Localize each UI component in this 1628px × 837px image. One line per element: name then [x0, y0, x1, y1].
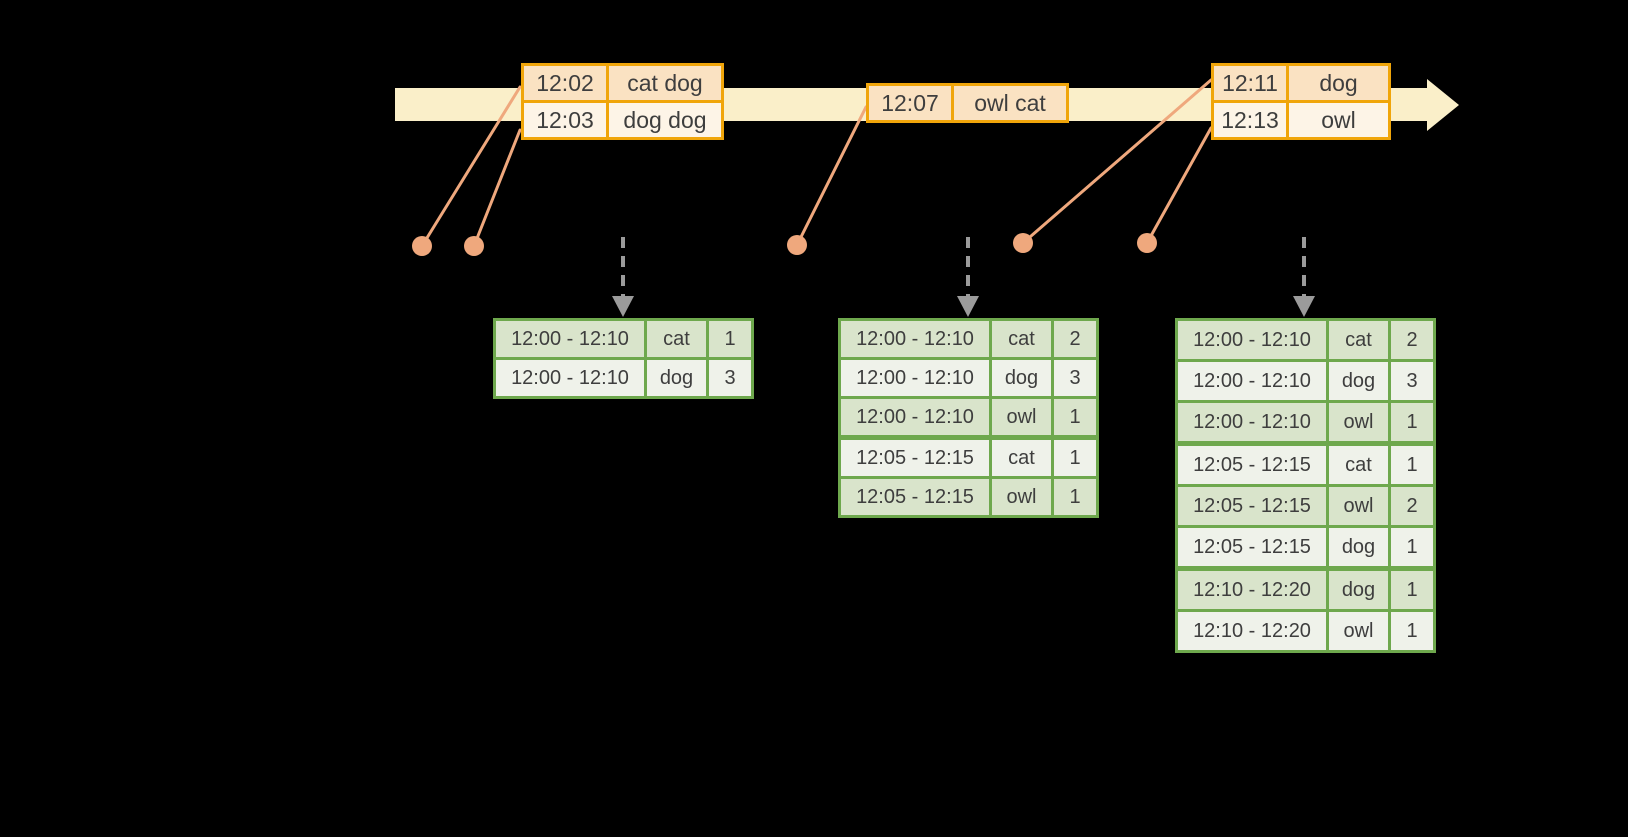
result-row: 12:05 - 12:15 dog 1 [1175, 525, 1436, 570]
result-count-cell: 1 [706, 318, 754, 360]
event-connector-line [1021, 78, 1213, 245]
event-connector-line [795, 105, 868, 247]
result-count-cell: 1 [1388, 609, 1436, 653]
event-words-cell: owl cat [951, 83, 1069, 123]
result-window-cell: 12:00 - 12:10 [493, 318, 647, 360]
result-window-cell: 12:00 - 12:10 [493, 357, 647, 399]
event-dot-icon [787, 235, 807, 255]
result-count-cell: 2 [1388, 318, 1436, 362]
event-connector-line [420, 85, 522, 248]
result-window-cell: 12:05 - 12:15 [838, 476, 992, 518]
event-table-3: 12:11 dog 12:13 owl [1211, 63, 1391, 140]
result-row: 12:00 - 12:10 owl 1 [1175, 400, 1436, 445]
result-window-cell: 12:10 - 12:20 [1175, 566, 1329, 612]
result-row: 12:10 - 12:20 dog 1 [1175, 566, 1436, 612]
event-connector-line [1145, 126, 1213, 245]
result-count-cell: 2 [1388, 484, 1436, 528]
result-row: 12:05 - 12:15 cat 1 [1175, 441, 1436, 487]
result-row: 12:00 - 12:10 owl 1 [838, 396, 1099, 439]
result-window-cell: 12:00 - 12:10 [1175, 359, 1329, 403]
event-row: 12:11 dog [1211, 63, 1391, 103]
result-row: 12:00 - 12:10 cat 1 [493, 318, 754, 360]
result-row: 12:00 - 12:10 dog 3 [838, 357, 1099, 399]
result-word-cell: dog [1326, 525, 1391, 570]
result-window-cell: 12:00 - 12:10 [1175, 318, 1329, 362]
event-row: 12:03 dog dog [521, 100, 724, 140]
result-count-cell: 1 [1388, 400, 1436, 445]
result-word-cell: dog [1326, 566, 1391, 612]
event-time-cell: 12:02 [521, 63, 609, 103]
event-words-cell: owl [1286, 100, 1391, 140]
result-row: 12:00 - 12:10 cat 2 [838, 318, 1099, 360]
event-dot-icon [412, 236, 432, 256]
result-count-cell: 1 [1388, 441, 1436, 487]
event-words-cell: cat dog [606, 63, 724, 103]
result-window-cell: 12:05 - 12:15 [1175, 525, 1329, 570]
result-word-cell: cat [1326, 318, 1391, 362]
event-time-cell: 12:03 [521, 100, 609, 140]
result-word-cell: owl [989, 396, 1054, 439]
result-word-cell: cat [1326, 441, 1391, 487]
result-word-cell: owl [1326, 400, 1391, 445]
event-row: 12:07 owl cat [866, 83, 1069, 123]
result-word-cell: cat [644, 318, 709, 360]
event-time-cell: 12:07 [866, 83, 954, 123]
event-table-2: 12:07 owl cat [866, 83, 1069, 123]
result-count-cell: 3 [706, 357, 754, 399]
event-row: 12:02 cat dog [521, 63, 724, 103]
event-connector-line [472, 128, 522, 248]
result-word-cell: dog [989, 357, 1054, 399]
trigger-arrow-icon [957, 237, 979, 317]
result-row: 12:10 - 12:20 owl 1 [1175, 609, 1436, 653]
result-window-cell: 12:05 - 12:15 [1175, 484, 1329, 528]
event-words-cell: dog dog [606, 100, 724, 140]
result-count-cell: 2 [1051, 318, 1099, 360]
result-count-cell: 1 [1051, 476, 1099, 518]
event-table-1: 12:02 cat dog 12:03 dog dog [521, 63, 724, 140]
event-row: 12:13 owl [1211, 100, 1391, 140]
result-window-cell: 12:00 - 12:10 [838, 318, 992, 360]
event-dots [412, 233, 1157, 256]
result-table-1: 12:00 - 12:10 cat 1 12:00 - 12:10 dog 3 [493, 318, 754, 399]
event-dot-icon [1137, 233, 1157, 253]
result-count-cell: 1 [1388, 525, 1436, 570]
result-word-cell: dog [644, 357, 709, 399]
result-count-cell: 3 [1388, 359, 1436, 403]
result-window-cell: 12:00 - 12:10 [838, 396, 992, 439]
result-row: 12:05 - 12:15 cat 1 [838, 435, 1099, 479]
timeline-arrowhead-icon [1427, 79, 1459, 131]
result-row: 12:00 - 12:10 dog 3 [1175, 359, 1436, 403]
event-time-cell: 12:11 [1211, 63, 1289, 103]
result-window-cell: 12:05 - 12:15 [838, 435, 992, 479]
event-connector-lines [420, 78, 1213, 248]
trigger-arrow-icon [1293, 237, 1315, 317]
result-row: 12:00 - 12:10 cat 2 [1175, 318, 1436, 362]
result-table-3: 12:00 - 12:10 cat 2 12:00 - 12:10 dog 3 … [1175, 318, 1436, 653]
result-window-cell: 12:00 - 12:10 [1175, 400, 1329, 445]
result-word-cell: cat [989, 318, 1054, 360]
result-count-cell: 1 [1051, 435, 1099, 479]
result-table-2: 12:00 - 12:10 cat 2 12:00 - 12:10 dog 3 … [838, 318, 1099, 518]
result-row: 12:00 - 12:10 dog 3 [493, 357, 754, 399]
result-window-cell: 12:05 - 12:15 [1175, 441, 1329, 487]
result-word-cell: dog [1326, 359, 1391, 403]
event-time-cell: 12:13 [1211, 100, 1289, 140]
result-count-cell: 1 [1051, 396, 1099, 439]
result-count-cell: 3 [1051, 357, 1099, 399]
result-word-cell: cat [989, 435, 1054, 479]
result-word-cell: owl [1326, 484, 1391, 528]
trigger-arrow-icon [612, 237, 634, 317]
event-dot-icon [464, 236, 484, 256]
result-window-cell: 12:00 - 12:10 [838, 357, 992, 399]
result-word-cell: owl [989, 476, 1054, 518]
result-window-cell: 12:10 - 12:20 [1175, 609, 1329, 653]
event-words-cell: dog [1286, 63, 1391, 103]
result-row: 12:05 - 12:15 owl 1 [838, 476, 1099, 518]
result-word-cell: owl [1326, 609, 1391, 653]
result-count-cell: 1 [1388, 566, 1436, 612]
event-dot-icon [1013, 233, 1033, 253]
result-row: 12:05 - 12:15 owl 2 [1175, 484, 1436, 528]
